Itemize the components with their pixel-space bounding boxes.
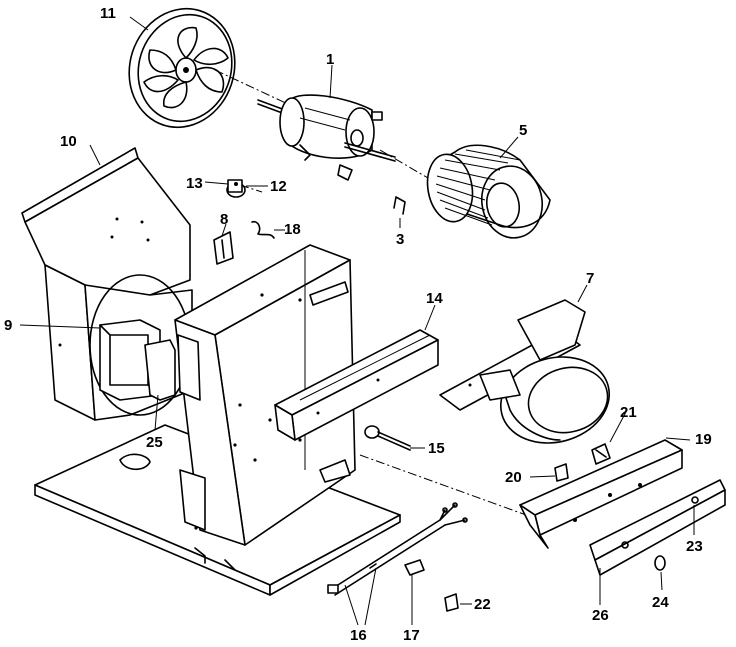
nut-part-24 — [654, 555, 666, 571]
label-part-5: 5 — [519, 122, 527, 139]
rail-part-19 — [519, 439, 683, 549]
label-part-1: 1 — [326, 51, 334, 68]
part-number-labels: 11 1 5 10 13 12 8 18 3 7 14 9 21 19 25 1… — [4, 5, 712, 644]
label-part-25: 25 — [146, 434, 163, 451]
bracket-part-20 — [554, 463, 569, 482]
label-part-15: 15 — [428, 440, 445, 457]
label-part-14: 14 — [426, 290, 443, 307]
label-part-21: 21 — [620, 404, 637, 421]
label-part-3: 3 — [396, 231, 404, 248]
grommet-part-22 — [444, 593, 459, 612]
plate-part-26 — [589, 479, 726, 576]
spring-clip-part-18 — [251, 220, 275, 239]
bracket-part-25 — [144, 339, 176, 401]
label-part-26: 26 — [592, 607, 609, 624]
label-part-9: 9 — [4, 317, 12, 334]
scroll-housing-part-7 — [439, 299, 611, 444]
clip-part-17 — [404, 559, 425, 576]
label-part-17: 17 — [403, 627, 420, 644]
block-part-8 — [213, 231, 234, 265]
wiring-harness-part-16 — [327, 502, 468, 596]
motor-part-1 — [257, 94, 396, 181]
label-part-20: 20 — [505, 469, 522, 486]
switch-part-21 — [591, 443, 611, 465]
label-part-16: 16 — [350, 627, 367, 644]
clip-part-3 — [393, 196, 406, 215]
label-part-23: 23 — [686, 538, 703, 555]
bolt-part-15 — [364, 425, 411, 451]
leader-lines — [19, 16, 695, 626]
label-part-19: 19 — [695, 431, 712, 448]
label-part-13: 13 — [186, 175, 203, 192]
fan-wheel-part-11 — [128, 7, 236, 129]
label-part-7: 7 — [586, 270, 594, 287]
tray-part-14 — [274, 329, 439, 441]
label-part-11: 11 — [100, 5, 116, 22]
blower-wheel-part-5 — [426, 144, 551, 239]
label-part-10: 10 — [60, 133, 77, 150]
label-part-22: 22 — [474, 596, 491, 613]
capacitor-part-12-13 — [226, 179, 246, 198]
label-part-24: 24 — [652, 594, 669, 611]
label-part-12: 12 — [270, 178, 287, 195]
label-part-8: 8 — [220, 211, 228, 228]
label-part-18: 18 — [284, 221, 301, 238]
